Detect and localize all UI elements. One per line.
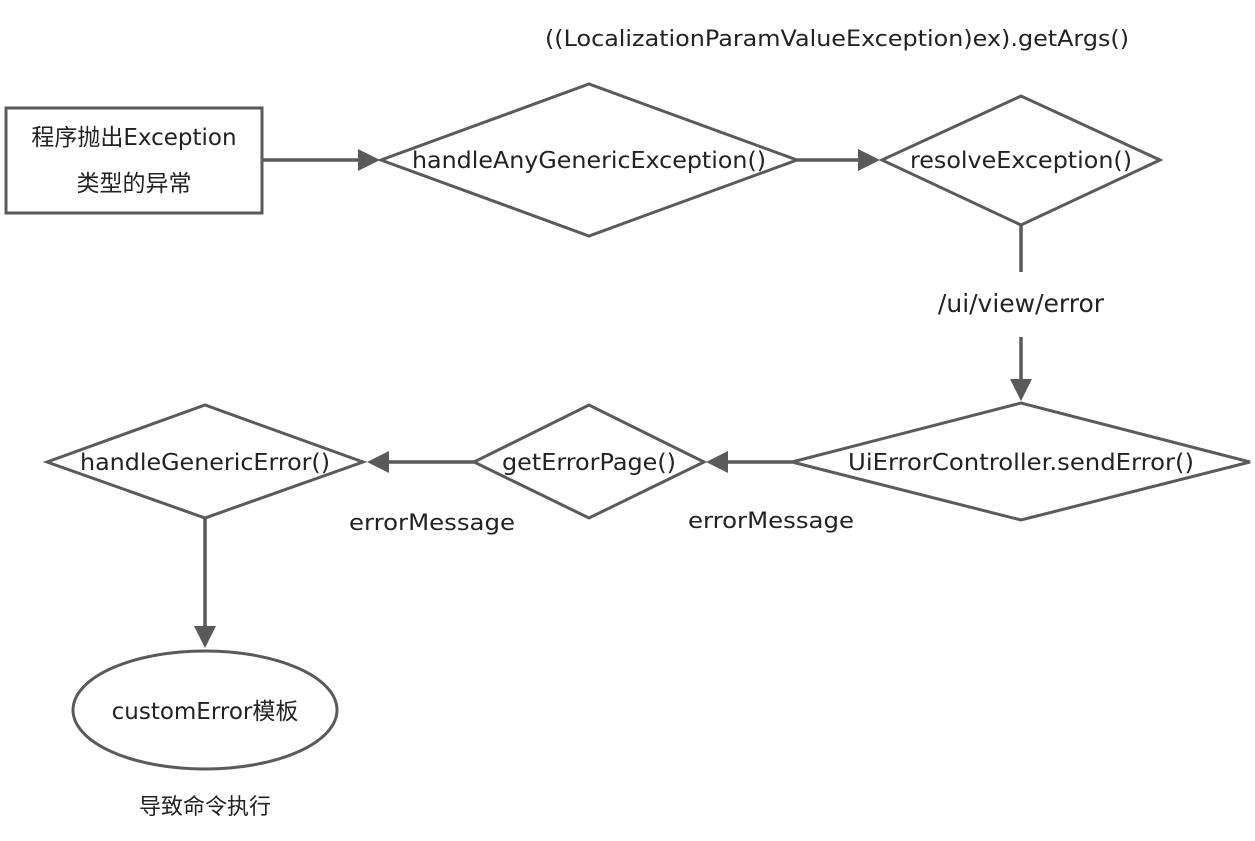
- resolve-exception-label: resolveException(): [910, 148, 1132, 174]
- handle-any-generic-exception-label: handleAnyGenericException(): [412, 148, 766, 174]
- edge-start-to-handle-any: [262, 149, 380, 171]
- start-node: 程序抛出Exception 类型的异常: [4, 106, 264, 215]
- ui-view-error-label: /ui/view/error: [938, 289, 1105, 318]
- edge-handle-generic-to-template: [194, 518, 216, 648]
- error-message-left-label: errorMessage: [349, 511, 515, 536]
- send-error-node: UiErrorController.sendError(): [791, 401, 1251, 522]
- get-args-label: ((LocalizationParamValueException)ex).ge…: [545, 27, 1129, 52]
- edge-get-error-page-to-handle-generic: [367, 451, 474, 473]
- get-error-page-node: getErrorPage(): [470, 403, 708, 520]
- send-error-label: UiErrorController.sendError(): [848, 450, 1194, 476]
- resolve-exception-node: resolveException(): [878, 94, 1164, 227]
- result-label: 导致命令执行: [139, 795, 271, 820]
- handle-any-generic-exception-node: handleAnyGenericException(): [376, 82, 802, 238]
- edge-resolve-to-send-error: [1010, 225, 1032, 401]
- handle-generic-error-label: handleGenericError(): [80, 450, 330, 476]
- start-node-line2: 类型的异常: [77, 171, 192, 197]
- handle-generic-error-node: handleGenericError(): [42, 403, 368, 520]
- get-error-page-label: getErrorPage(): [502, 450, 676, 476]
- custom-error-template-label: customError模板: [112, 699, 299, 725]
- error-message-right-label: errorMessage: [688, 509, 854, 534]
- edge-handle-any-to-resolve: [797, 149, 880, 171]
- custom-error-template-node: customError模板: [71, 649, 339, 771]
- start-node-line1: 程序抛出Exception: [31, 125, 236, 151]
- edge-send-error-to-get-error-page: [706, 451, 792, 473]
